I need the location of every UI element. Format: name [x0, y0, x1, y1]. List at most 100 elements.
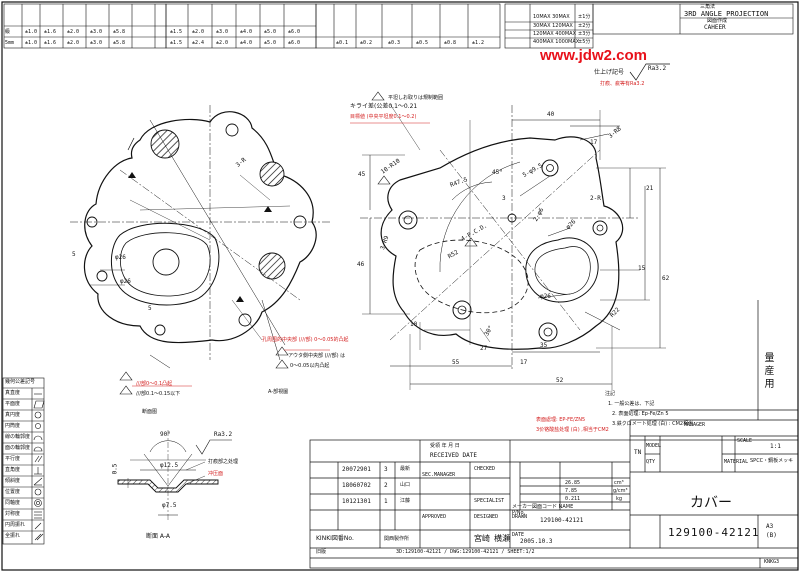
tol-left-r2-v1: ±1.0: [25, 40, 38, 46]
checked-label: CHECKED: [474, 466, 496, 472]
legend-row-9: 傾斜度: [5, 478, 21, 484]
dim-35: 35: [540, 342, 548, 349]
revision-label: 旧版: [316, 549, 327, 555]
flatness-red: 目標値 (中央平坦度0.1〜0.2): [350, 114, 417, 120]
dim-40: 40: [547, 111, 555, 118]
mass-volume-unit: cm³: [614, 480, 624, 486]
tol-left-r1-v1: ±1.0: [25, 29, 38, 35]
dim-phi26-lower: φ26: [540, 293, 551, 300]
tol-mid-r1-v1: ±1.5: [170, 29, 183, 35]
dim-46: 46: [357, 261, 365, 268]
tol-mid-r2-v3: ±2.0: [216, 40, 229, 46]
dim-62: 62: [662, 275, 670, 282]
dim-17-bottom: 17: [520, 359, 528, 366]
drawer-name: 横瀬: [494, 534, 510, 543]
tol-mid-r1-v6: ±6.0: [288, 29, 301, 35]
part-number: 129100-42121: [668, 526, 760, 539]
tol-left-r2-v2: ±1.6: [44, 40, 57, 46]
mass-weight-unit: kg: [616, 496, 623, 502]
surface-symbol-value: Ra3.2: [648, 65, 667, 72]
received-label: 受領 年 月 日: [430, 443, 460, 449]
section-d125: φ12.5: [160, 462, 179, 469]
rev-name-2: 山口: [400, 482, 411, 488]
material-value: SPCC・鋼板メッキ: [750, 458, 794, 464]
view-label: A-部視圖: [268, 389, 289, 395]
tol-far-v3: ±3分: [578, 31, 591, 37]
tol-right-v3: ±0.3: [388, 40, 401, 46]
company-b: 関西製作所: [384, 536, 410, 542]
tol-left-r2-v5: ±5.8: [113, 40, 126, 46]
legend-row-4: 円筒度: [5, 423, 21, 429]
notes-line3: 3.鉄クロメート処理 (白) : CM2相当: [612, 421, 694, 427]
part-code-label: P/No.: [512, 510, 526, 516]
tol-mid-r1-v5: ±5.0: [264, 29, 277, 35]
note-outer-2: 0〜0.05以内凸起: [290, 363, 330, 369]
right-view: [350, 91, 666, 390]
received-en: RECEIVED DATE: [430, 452, 477, 459]
specialist-label: SPECIALIST: [474, 498, 505, 504]
mass-production-label: 量 産 用: [762, 352, 773, 389]
legend-row-1: 真直度: [5, 390, 21, 396]
tol-far-2: 30MAX 120MAX: [533, 23, 573, 29]
section-caption: 断面 A-A: [146, 533, 171, 540]
manager-label: MANAGER: [684, 422, 706, 428]
note-ref: 断面图: [142, 409, 158, 415]
section-note2: 冲压面: [208, 471, 224, 477]
legend-row-10: 位置度: [5, 489, 21, 495]
dim-45-top: 45°: [492, 169, 503, 176]
tol-left-r1-v2: ±1.6: [44, 29, 57, 35]
tol-right-v1: ±0.1: [336, 40, 349, 46]
part-code: 129100-42121: [540, 517, 584, 524]
tol-left-r1-v4: ±3.0: [90, 29, 103, 35]
tn-label: TN: [634, 449, 642, 456]
corner-code: KNKG3: [764, 559, 780, 565]
tol-left-r1-label: 級: [5, 29, 11, 35]
designer-name: 宮崎: [474, 534, 490, 543]
legend-row-3: 真円度: [5, 412, 21, 418]
rev-mark-3: 1: [384, 498, 388, 505]
legend-header: 幾何公差記号: [5, 379, 36, 385]
dim-phi26-left2: φ26: [120, 278, 131, 285]
dim-17-top: 17: [590, 139, 598, 146]
company-label: KINKI図番No.: [316, 535, 354, 542]
tol-left-r1-v5: ±5.8: [113, 29, 126, 35]
mass-weight: 0.211: [565, 496, 581, 502]
approved-label: APPROVED: [422, 514, 447, 520]
section-note1: 打痕部之处理: [208, 459, 239, 465]
tol-left-r1-v3: ±2.0: [67, 29, 80, 35]
section-surface: Ra3.2: [214, 431, 233, 438]
legend-row-13: 円周振れ: [5, 522, 26, 528]
rev-name-3: 江藤: [400, 498, 411, 504]
dim-52: 52: [556, 377, 564, 384]
projection-jp: 三角法: [700, 4, 716, 10]
date-label: DATE: [512, 532, 525, 538]
scale-value: 1:1: [770, 443, 781, 450]
qty-label: QTY: [646, 459, 656, 465]
title-block-grid: [309, 300, 799, 569]
maker-code-label: メーカー図面コード NAME: [512, 504, 574, 510]
projection-created: 図面作成: [707, 18, 728, 24]
tol-far-v4: ±5分: [578, 39, 591, 45]
tol-mid-r2-v4: ±4.0: [240, 40, 253, 46]
note-outer-1: アウタ側中央部 (///部) は: [288, 353, 346, 359]
drawing-date: 2005.10.3: [520, 538, 553, 545]
legend-row-14: 全振れ: [5, 533, 21, 539]
dim-27: 27: [480, 345, 488, 352]
material-label: MATERIAL: [724, 459, 749, 465]
tol-mid-r2-v5: ±5.0: [264, 40, 277, 46]
notes-line2: 2. 表面処理: Ep-Fe/Zn 5: [612, 411, 669, 417]
surface-red-note: 打痕、疵等有Ra3.2: [600, 81, 645, 87]
part-name: カバー: [690, 495, 732, 511]
dim-phi26-left: φ26: [115, 254, 126, 261]
tol-far-1: 10MAX 30MAX: [533, 14, 570, 20]
section-d75: φ7.5: [162, 502, 177, 509]
dim-55: 55: [452, 359, 460, 366]
section-angle: 90°: [160, 431, 171, 438]
notes-red2: 3价铬酸盐处理 (白) ,相当于CM2: [536, 427, 609, 433]
flatness-value: キライ差(公差0.1〜0.21: [350, 103, 418, 110]
legend-row-2: 平面度: [5, 401, 21, 407]
paper-size-b: (B): [766, 532, 777, 539]
legend-row-12: 対称度: [5, 511, 21, 517]
drawn-label: DRAWN: [512, 514, 528, 520]
